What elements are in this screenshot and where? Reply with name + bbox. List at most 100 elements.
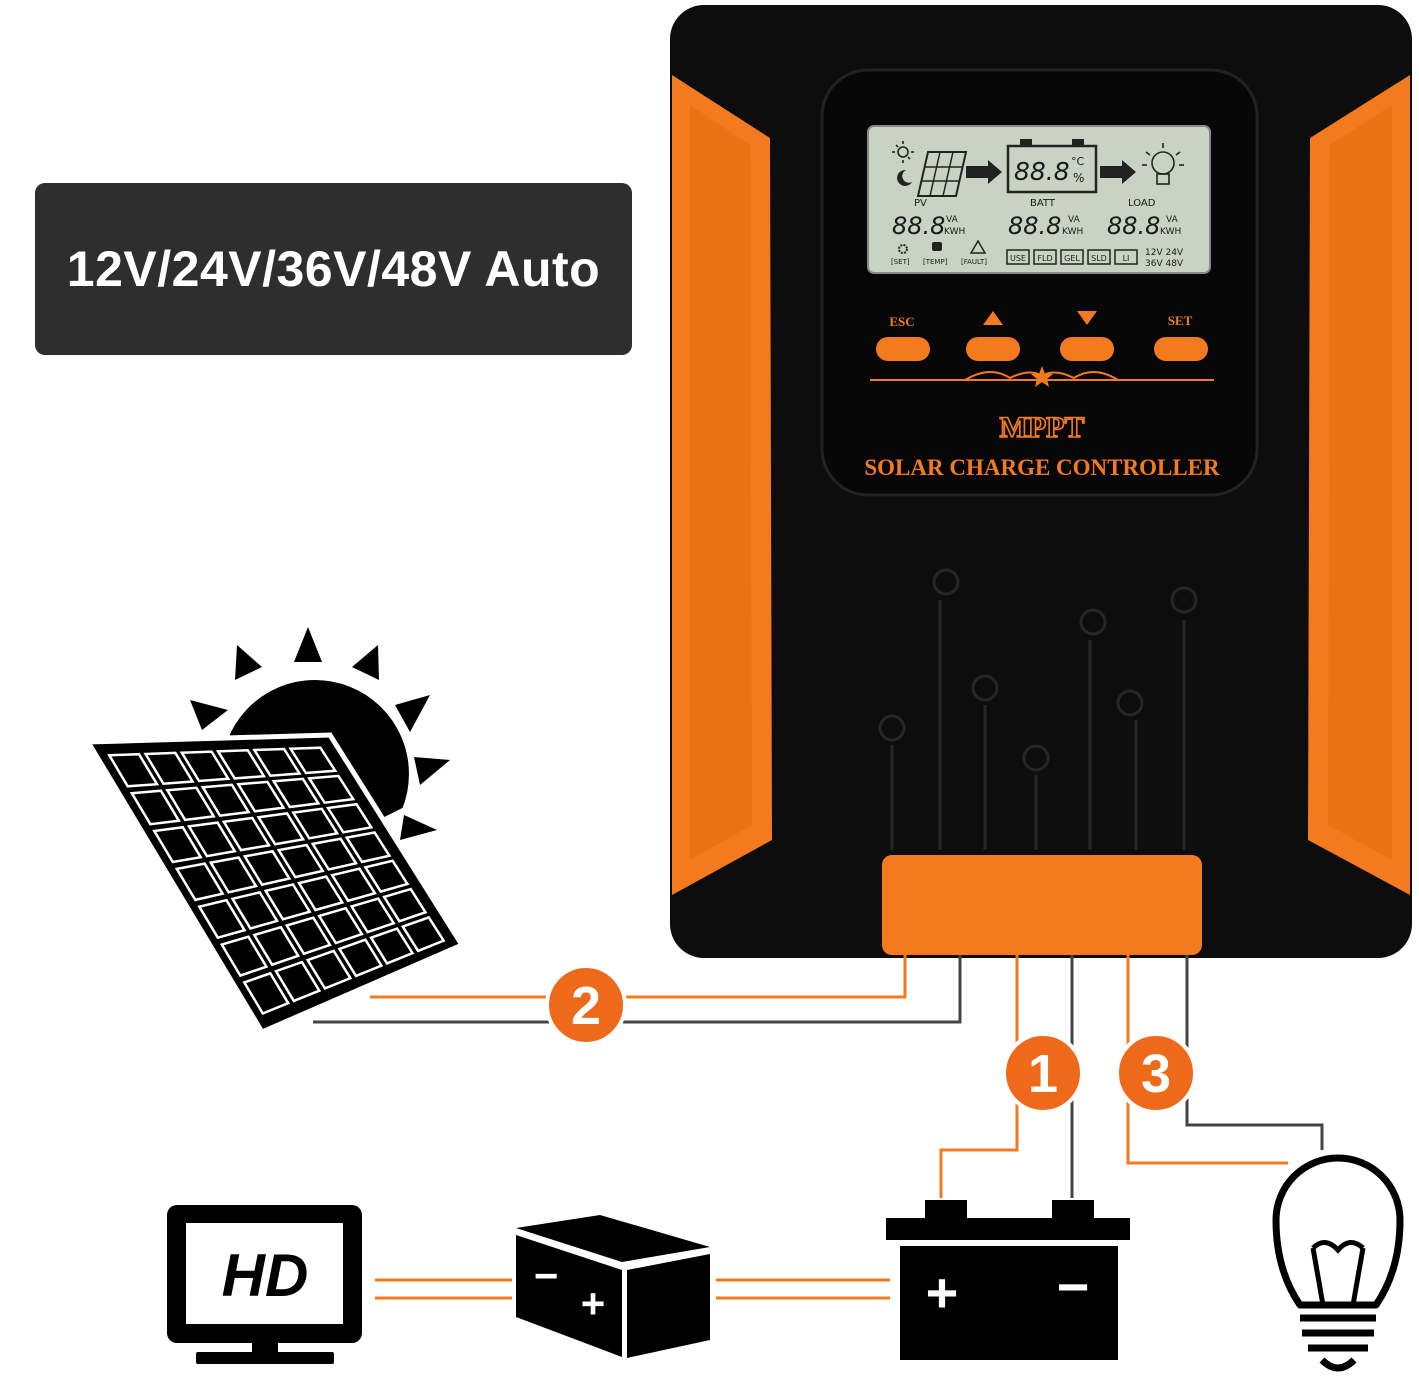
- lcd-load-unit-va: VA: [1166, 215, 1179, 225]
- solar-cell: [208, 856, 258, 894]
- ornament-divider: [870, 366, 1214, 387]
- lcd-batt-unit-kwh: KWH: [1062, 227, 1083, 237]
- inverter-plus: +: [581, 1280, 606, 1327]
- solar-cell: [263, 883, 312, 921]
- up-button[interactable]: [966, 337, 1020, 361]
- battery-plus: +: [926, 1261, 959, 1324]
- solar-cell: [305, 949, 353, 990]
- lcd-temp-value: 88.8: [1014, 157, 1070, 186]
- solar-cell: [252, 925, 301, 967]
- solar-cell: [363, 859, 410, 894]
- lcd-batt-value: 88.8: [1008, 212, 1061, 240]
- load-negative-wire: [1185, 955, 1324, 1150]
- solar-cell: [349, 897, 396, 934]
- solar-cell: [219, 935, 269, 978]
- solar-cell: [197, 898, 247, 940]
- solar-cell: [221, 816, 272, 852]
- lcd-bulb-icon: [1142, 143, 1184, 185]
- down-button[interactable]: [1060, 337, 1114, 361]
- lcd-battery-icon: [1006, 139, 1098, 194]
- circuit-decoration: [878, 568, 1198, 850]
- solar-cell: [143, 751, 195, 786]
- badge-solar: 2: [545, 964, 627, 1046]
- terminal-cover: [882, 855, 1202, 955]
- solar-cell: [382, 887, 428, 923]
- solar-cell: [165, 786, 216, 822]
- set-label: SET: [1168, 313, 1193, 328]
- down-arrow-icon: [1077, 311, 1097, 325]
- lcd-load-unit-kwh: KWH: [1160, 227, 1181, 237]
- pv-panel-icon: [916, 151, 968, 197]
- lcd-pv-unit-va: VA: [946, 215, 959, 225]
- mode-box: [1006, 249, 1030, 265]
- mode-label: USE: [1010, 254, 1026, 263]
- mode-label: GEL: [1064, 254, 1080, 263]
- solar-cell: [310, 837, 358, 871]
- lcd-batt-unit-va: VA: [1068, 215, 1081, 225]
- gear-icon: [898, 244, 908, 254]
- lcd-voltage-row-1: 12V 24V: [1145, 248, 1184, 258]
- badge-battery: 1: [1002, 1032, 1084, 1114]
- badge-battery-number: 1: [1028, 1044, 1058, 1104]
- badge-load: 3: [1115, 1032, 1197, 1114]
- lcd-set-label: [SET]: [891, 258, 910, 266]
- lcd-display: 88.8 °C % PV BATT LOAD 88.8 VA KWH 88.8 …: [867, 125, 1211, 274]
- tv-icon: HD: [167, 1205, 362, 1364]
- solar-cell: [107, 752, 160, 788]
- esc-label: ESC: [889, 314, 914, 329]
- solar-cell: [236, 780, 286, 813]
- lcd-pv-label: PV: [914, 198, 927, 209]
- lcd-load-value: 88.8: [1107, 212, 1160, 240]
- warning-icon: [969, 239, 987, 254]
- solar-cell: [274, 960, 322, 1003]
- mode-label: FLD: [1037, 254, 1052, 263]
- moon-icon: [897, 169, 912, 186]
- solar-cell: [215, 749, 267, 780]
- solar-cell: [284, 916, 332, 956]
- lcd-pv-unit-kwh: KWH: [944, 227, 965, 237]
- solar-cell: [152, 825, 203, 864]
- solar-cell: [288, 746, 338, 775]
- badge-load-number: 3: [1141, 1044, 1171, 1104]
- solar-cell: [200, 783, 251, 817]
- solar-positive-wire: [370, 955, 907, 999]
- flow-arrow-icon: [1100, 160, 1136, 184]
- set-button[interactable]: [1154, 337, 1208, 361]
- badge-solar-number: 2: [571, 976, 601, 1036]
- solar-cell: [179, 750, 231, 783]
- lcd-voltage-row-2: 36V 48V: [1145, 259, 1184, 269]
- solar-negative-wire: [313, 955, 962, 1024]
- solar-cell: [276, 843, 325, 879]
- battery-minus: −: [1057, 1255, 1090, 1318]
- lcd-temp-unit: °C: [1071, 155, 1085, 168]
- solar-cell: [307, 774, 356, 805]
- esc-button[interactable]: [876, 337, 930, 361]
- charge-controller: 88.8 °C % PV BATT LOAD 88.8 VA KWH 88.8 …: [670, 5, 1412, 958]
- solar-cell: [242, 971, 291, 1016]
- solar-cell: [271, 777, 321, 809]
- solar-cell: [242, 849, 292, 887]
- mode-box: [1033, 249, 1057, 265]
- light-bulb-icon: [1272, 1154, 1404, 1372]
- solar-cell: [325, 802, 374, 834]
- inverter-box-icon: − +: [515, 1215, 711, 1358]
- controller-subtitle: SOLAR CHARGE CONTROLLER: [864, 455, 1220, 480]
- solar-cell: [337, 938, 384, 978]
- solar-cell: [186, 821, 237, 858]
- mode-label: LI: [1123, 254, 1130, 263]
- mode-box: [1087, 249, 1111, 265]
- sun-icon: [892, 141, 914, 163]
- sun-rays: [190, 627, 450, 840]
- sun-panel-icon: [83, 627, 466, 1036]
- mode-box: [1114, 249, 1138, 265]
- solar-cell: [344, 831, 392, 864]
- solar-cell: [369, 927, 415, 965]
- lcd-pv-value: 88.8: [892, 212, 945, 240]
- inverter-minus: −: [534, 1252, 559, 1299]
- lcd-temp-label: [TEMP]: [923, 258, 948, 266]
- load-positive-wire: [1126, 955, 1288, 1165]
- solar-cell: [330, 867, 377, 903]
- mode-box: [1060, 249, 1084, 265]
